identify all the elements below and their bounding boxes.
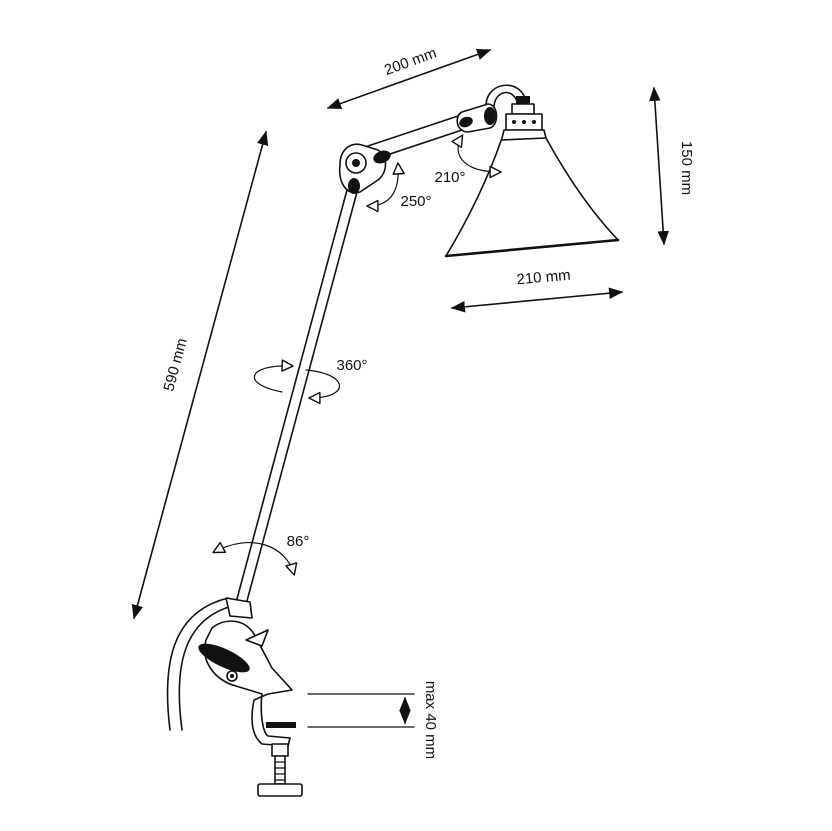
shade-joint-angle-label: 210° <box>434 169 465 186</box>
base-joint <box>225 597 253 619</box>
dimension-arm: 200 mm <box>326 45 492 110</box>
angle-elbow-joint: 250° <box>366 162 432 213</box>
clamp <box>198 620 303 797</box>
dimension-column: 590 mm <box>131 130 269 620</box>
angle-shade-joint: 210° <box>434 134 502 186</box>
angle-column-rotation: 360° <box>253 357 368 405</box>
arm-length-label: 200 mm <box>382 45 439 80</box>
shade-width-label: 210 mm <box>516 267 571 289</box>
elbow-joint-angle-label: 250° <box>400 193 431 210</box>
elbow-joint <box>338 143 391 194</box>
clamp-max-label: max 40 mm <box>422 681 439 759</box>
dimension-shade-height: 150 mm <box>649 86 695 246</box>
shade-socket <box>505 96 543 131</box>
lamp-drawing <box>166 84 620 797</box>
base-tilt-angle-label: 86° <box>287 533 310 550</box>
dimension-shade-width: 210 mm <box>450 267 624 313</box>
dimension-clamp: max 40 mm <box>307 681 439 759</box>
shade-height-label: 150 mm <box>678 141 695 195</box>
angle-base-tilt: 86° <box>212 533 310 576</box>
column-length-label: 590 mm <box>160 336 190 393</box>
lamp-shade <box>444 129 620 258</box>
column-rotation-angle-label: 360° <box>336 357 367 374</box>
